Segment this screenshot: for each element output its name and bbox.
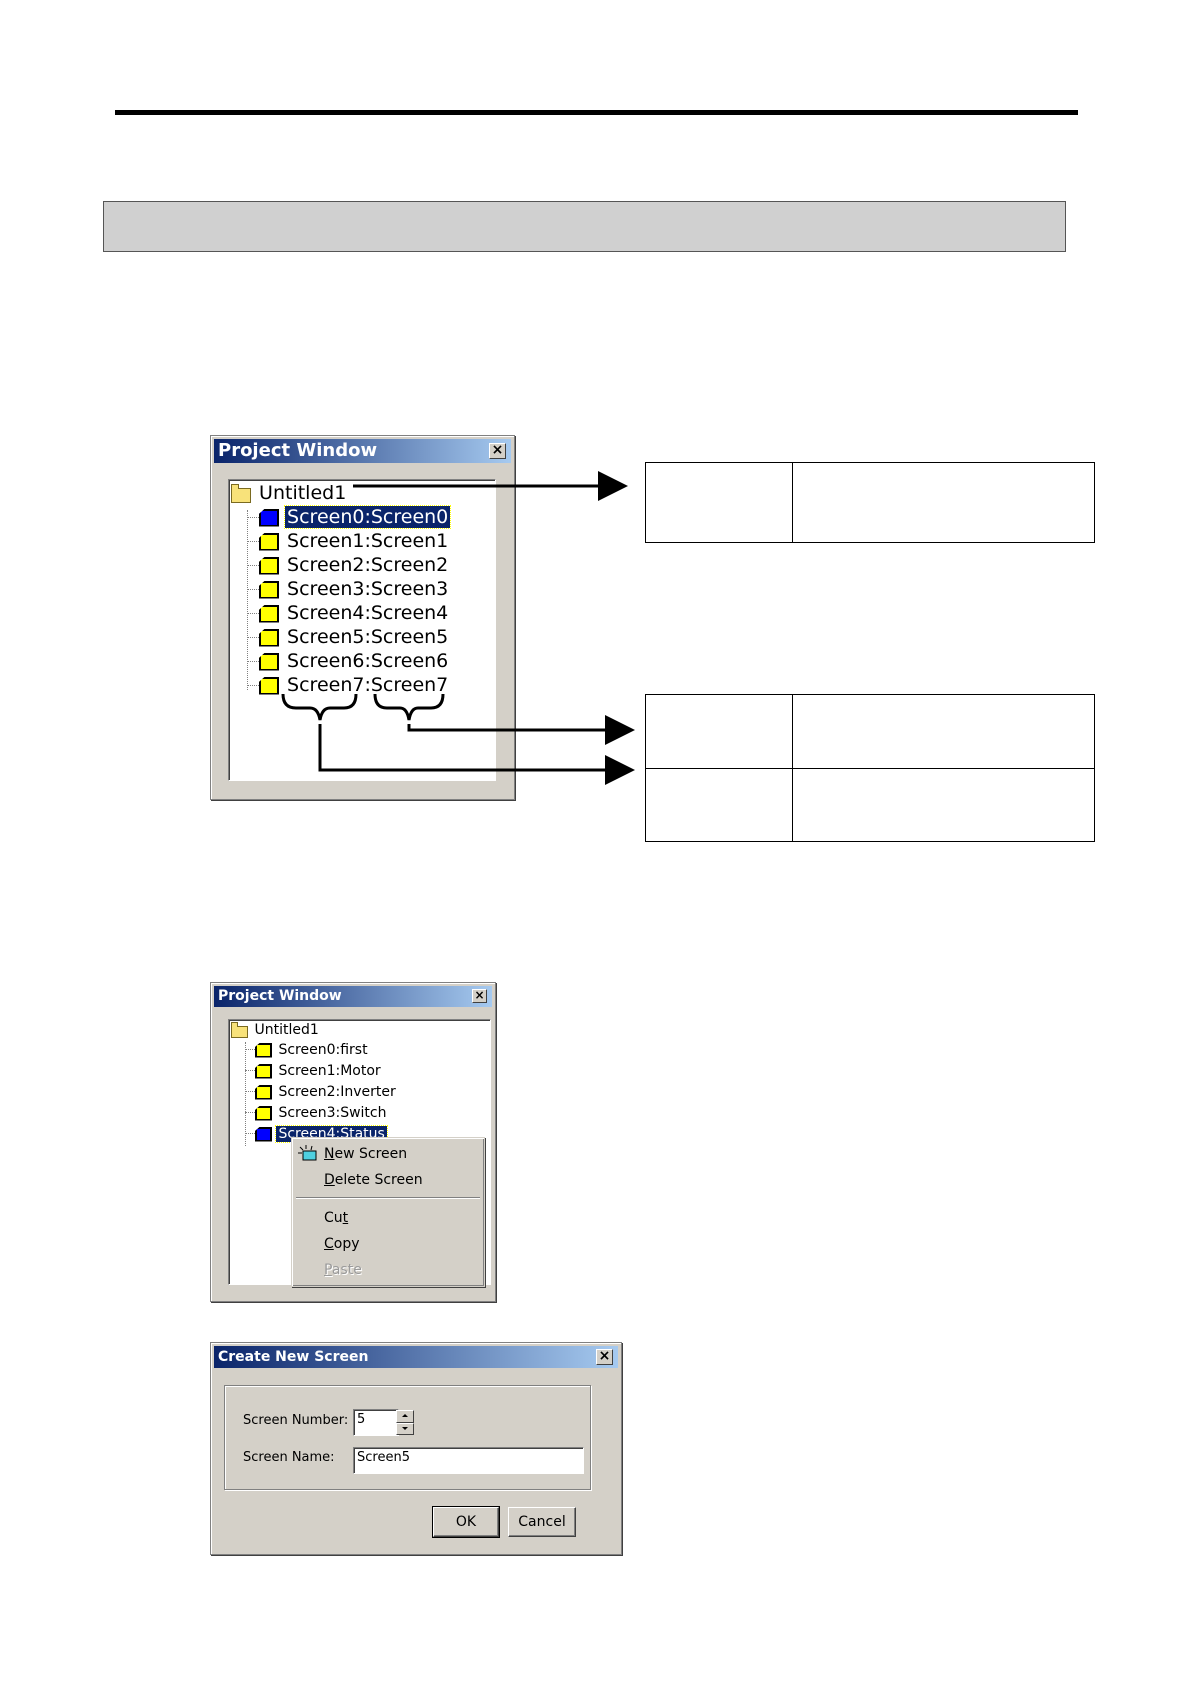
- section-heading-bar: [103, 201, 1066, 252]
- cut-text: Cu: [324, 1210, 343, 1226]
- tree-item-label: Screen5:Screen5: [287, 626, 449, 648]
- menu-item-copy[interactable]: Copy: [324, 1236, 360, 1252]
- tree-item-label: Screen3:Switch: [278, 1105, 387, 1121]
- menu-separator: [296, 1197, 480, 1199]
- close-button[interactable]: ×: [596, 1349, 613, 1365]
- close-icon: ×: [491, 442, 504, 458]
- screen-page-icon: [255, 1105, 272, 1121]
- screen-number-value: 5: [357, 1412, 366, 1427]
- project-window-title: Project Window: [218, 988, 342, 1004]
- ok-button[interactable]: OK: [432, 1506, 500, 1538]
- menu-item-paste: Paste: [324, 1262, 362, 1278]
- context-menu: New Screen Delete Screen Cut Copy Paste: [291, 1137, 485, 1287]
- project-tree[interactable]: Untitled1 Screen0:Screen0 Screen1:Screen…: [228, 479, 496, 781]
- screen-page-icon: [259, 508, 279, 527]
- project-window-large: Project Window × Untitled1 Screen0:Scree…: [210, 435, 515, 800]
- menu-item-cut[interactable]: Cut: [324, 1210, 348, 1226]
- tree-item[interactable]: Screen2:Inverter: [255, 1082, 398, 1102]
- screen-page-icon: [259, 652, 279, 671]
- tree-item[interactable]: Screen2:Screen2: [259, 554, 450, 576]
- close-button[interactable]: ×: [489, 443, 506, 459]
- folder-icon: [231, 1022, 248, 1038]
- project-window-title: Project Window: [218, 440, 378, 461]
- new-screen-mnemonic: N: [324, 1146, 335, 1162]
- project-window-small: Project Window × Untitled1 Screen0:first…: [210, 982, 496, 1302]
- screen-page-icon: [255, 1084, 272, 1100]
- screen-number-input[interactable]: 5: [353, 1409, 399, 1436]
- tree-item-label: Screen6:Screen6: [287, 650, 449, 672]
- tree-item-label: Screen2:Screen2: [287, 554, 449, 576]
- menu-item-new-screen[interactable]: New Screen: [324, 1146, 407, 1162]
- tree-item[interactable]: Screen7:Screen7: [259, 674, 450, 696]
- close-icon: ×: [474, 988, 485, 1002]
- tree-root-label: Untitled1: [259, 482, 347, 504]
- screen-number-spinner[interactable]: [396, 1410, 414, 1435]
- screen-page-icon: [259, 604, 279, 623]
- paste-mnemonic: P: [324, 1262, 332, 1278]
- tree-item[interactable]: Screen4:Screen4: [259, 602, 450, 624]
- delete-screen-text: elete Screen: [334, 1172, 423, 1188]
- menu-item-delete-screen[interactable]: Delete Screen: [324, 1172, 423, 1188]
- screen-name-input[interactable]: Screen5: [353, 1447, 584, 1474]
- new-screen-icon: [298, 1145, 317, 1161]
- tree-item-label: Screen0:first: [278, 1042, 368, 1058]
- new-screen-text: ew Screen: [334, 1146, 408, 1162]
- screen-page-icon: [255, 1126, 272, 1142]
- tree-item[interactable]: Screen3:Screen3: [259, 578, 450, 600]
- spin-down-icon[interactable]: [396, 1422, 414, 1435]
- cancel-button-label: Cancel: [518, 1514, 566, 1530]
- header-rule: [115, 110, 1078, 115]
- screen-page-icon: [259, 532, 279, 551]
- screen-page-icon: [259, 580, 279, 599]
- screen-page-icon: [259, 556, 279, 575]
- tree-item-label: Screen7:Screen7: [287, 674, 449, 696]
- copy-mnemonic: C: [324, 1236, 334, 1252]
- tree-item-label: Screen4:Screen4: [287, 602, 449, 624]
- tree-item-label: Screen0:Screen0: [284, 505, 452, 529]
- cancel-button[interactable]: Cancel: [508, 1507, 576, 1537]
- project-info-box: [645, 462, 1095, 543]
- paste-text: aste: [331, 1262, 362, 1278]
- folder-icon: [231, 484, 251, 503]
- dialog-title: Create New Screen: [218, 1349, 369, 1365]
- project-window-titlebar[interactable]: Project Window: [214, 439, 511, 463]
- screen-page-icon: [255, 1063, 272, 1079]
- screen-name-value: Screen5: [357, 1450, 410, 1465]
- delete-screen-mnemonic: D: [324, 1172, 335, 1188]
- tree-root[interactable]: Untitled1: [231, 1020, 321, 1040]
- tree-item[interactable]: Screen5:Screen5: [259, 626, 450, 648]
- screen-number-label: Screen Number:: [243, 1413, 349, 1428]
- tree-item-label: Screen1:Motor: [278, 1063, 381, 1079]
- spin-up-icon[interactable]: [396, 1410, 414, 1423]
- tree-root[interactable]: Untitled1: [231, 482, 348, 504]
- dialog-titlebar[interactable]: Create New Screen: [214, 1346, 618, 1368]
- screen-name-label: Screen Name:: [243, 1450, 335, 1465]
- tree-item-label: Screen3:Screen3: [287, 578, 449, 600]
- close-button[interactable]: ×: [472, 989, 487, 1003]
- tree-item[interactable]: Screen1:Screen1: [259, 530, 450, 552]
- tree-item-label: Screen1:Screen1: [287, 530, 449, 552]
- tree-item-label: Screen2:Inverter: [278, 1084, 396, 1100]
- screen-page-icon: [255, 1042, 272, 1058]
- tree-item[interactable]: Screen3:Switch: [255, 1103, 389, 1123]
- tree-item[interactable]: Screen0:first: [255, 1040, 370, 1060]
- copy-text: opy: [333, 1236, 360, 1252]
- tree-item[interactable]: Screen0:Screen0: [259, 505, 452, 529]
- close-icon: ×: [598, 1348, 611, 1364]
- create-new-screen-dialog: Create New Screen × Screen Number: 5 Scr…: [210, 1342, 622, 1555]
- tree-item[interactable]: Screen6:Screen6: [259, 650, 450, 672]
- screen-page-icon: [259, 628, 279, 647]
- project-window-titlebar[interactable]: Project Window: [214, 986, 492, 1007]
- cut-mnemonic: t: [342, 1210, 349, 1226]
- tree-item[interactable]: Screen1:Motor: [255, 1061, 383, 1081]
- screen-info-table: [645, 694, 1095, 842]
- ok-button-label: OK: [455, 1514, 477, 1530]
- screen-page-icon: [259, 676, 279, 695]
- screen-fields-group: [224, 1385, 591, 1490]
- tree-root-label: Untitled1: [254, 1022, 319, 1038]
